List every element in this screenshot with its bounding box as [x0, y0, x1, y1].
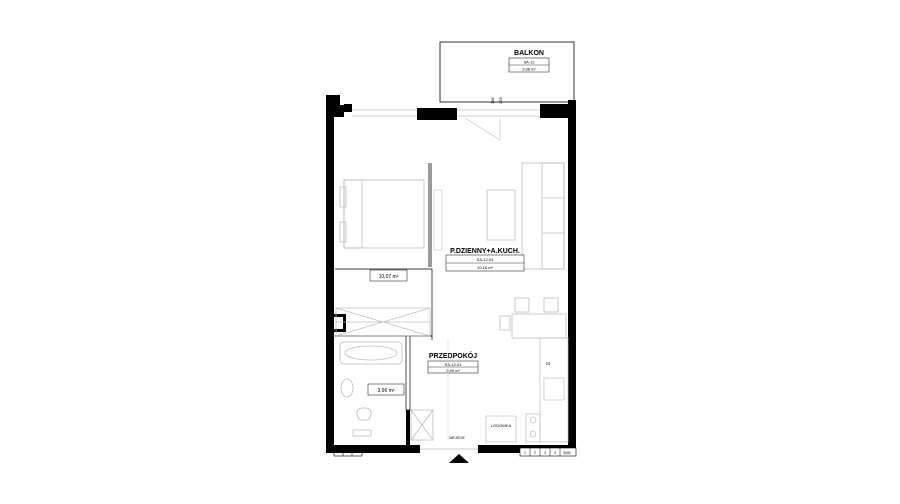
bathroom-fixtures	[339, 341, 434, 441]
entrance-label: WEJŚCIE	[449, 435, 465, 440]
sofa	[521, 162, 565, 270]
living-area: 20,18 m²	[477, 265, 493, 270]
counter-height: 25	[546, 361, 551, 366]
scale-2: 2	[534, 451, 536, 455]
windows	[352, 109, 540, 141]
bed	[339, 179, 425, 249]
scale-3: 3	[544, 451, 546, 455]
tv-cabinet	[433, 189, 443, 251]
hall-name: PRZEDPOKÓJ	[429, 351, 477, 360]
balcony-code: SA-12	[523, 60, 535, 65]
interior-walls	[335, 163, 433, 445]
balcony: BALKON SA-12 3,98 m² 198 228	[439, 41, 575, 104]
hall-label: PRZEDPOKÓJ SA-12.01 3,99 m²	[427, 351, 479, 374]
balcony-area: 3,98 m²	[522, 67, 536, 72]
dining-set	[499, 297, 567, 339]
entrance: WEJŚCIE	[420, 340, 478, 463]
bedroom-area: 10,07 m²	[379, 274, 399, 280]
balcony-name: BALKON	[514, 50, 544, 57]
bathroom-area-label: 3,96 m²	[367, 383, 405, 396]
balcony-dim-top: 198	[490, 97, 495, 104]
scale-5: 5(M)	[563, 451, 570, 455]
scale-bar: 1 2 3 4 5(M)	[519, 447, 577, 457]
kitchen-counter	[525, 337, 569, 443]
coffee-table	[486, 189, 516, 241]
fridge-label: LODÓWKA	[491, 423, 512, 428]
living-code: SA-12.04	[477, 257, 494, 262]
fridge: LODÓWKA	[485, 415, 517, 443]
living-label: P.DZIENNY+A.KUCH. SA-12.04 20,18 m²	[445, 248, 525, 272]
balcony-dim-bottom: 228	[498, 97, 503, 104]
entrance-arrow-icon	[449, 454, 469, 463]
outer-walls	[326, 95, 576, 453]
hall-code: SA-12.01	[445, 362, 462, 367]
bottom-left-marker	[333, 447, 363, 457]
hall-area: 3,99 m²	[446, 368, 460, 373]
bedroom-area-label: 10,07 m²	[369, 269, 408, 282]
bathroom-area: 3,96 m²	[378, 388, 395, 394]
scale-4: 4	[554, 451, 556, 455]
scale-1: 1	[524, 451, 526, 455]
living-name: P.DZIENNY+A.KUCH.	[450, 248, 520, 255]
wardrobe	[335, 307, 431, 337]
